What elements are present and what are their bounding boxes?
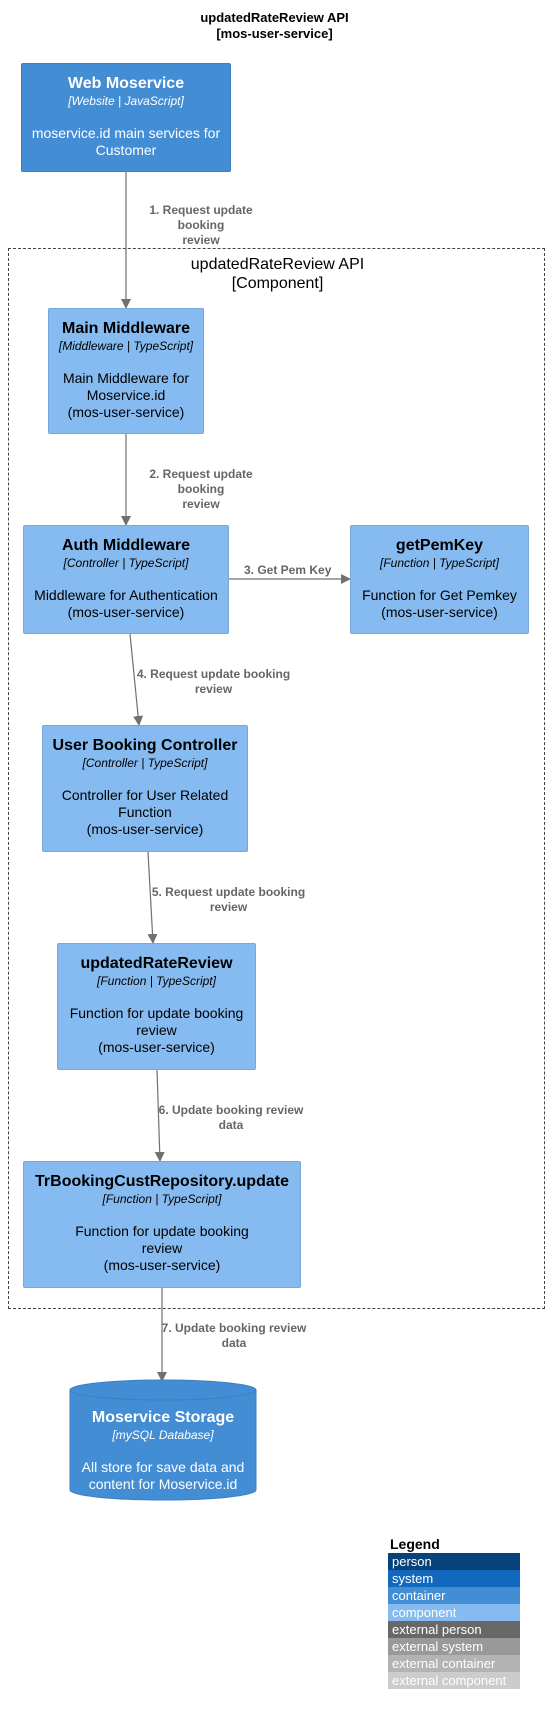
- node-web-moservice-desc1: moservice.id main services for: [31, 125, 221, 141]
- edge-2-label-line1: 2. Request update booking: [149, 467, 253, 496]
- node-user-booking-controller-name: User Booking Controller: [52, 737, 238, 754]
- boundary-type: [Component]: [231, 275, 324, 292]
- edge-6-line: [154, 1069, 165, 1162]
- node-updated-rate-review: updatedRateReview [Function | TypeScript…: [57, 943, 256, 1070]
- edge-1-label-line2: review: [182, 233, 220, 247]
- edge-4-label: 4. Request update booking review: [136, 667, 291, 697]
- node-repository-update-desc2: review: [141, 1240, 183, 1256]
- node-auth-middleware-name: Auth Middleware: [61, 537, 190, 554]
- diagram-title: updatedRateReview API [mos-user-service]: [0, 10, 549, 42]
- edge-2-label: 2. Request update booking review: [126, 467, 276, 512]
- node-web-moservice-tech: [Website | JavaScript]: [68, 94, 184, 108]
- edge-5-label: 5. Request update booking review: [151, 885, 306, 915]
- node-main-middleware-desc1: Main Middleware for: [62, 370, 190, 386]
- node-user-booking-controller-desc3: (mos-user-service): [86, 821, 204, 837]
- node-auth-middleware: Auth Middleware [Controller | TypeScript…: [23, 525, 229, 634]
- diagram-title-line1: updatedRateReview API: [200, 10, 349, 25]
- edge-7-label-line1: 7. Update booking review: [161, 1321, 307, 1335]
- boundary-name: updatedRateReview API: [190, 256, 365, 273]
- node-moservice-storage-desc1: All store for save data and: [81, 1459, 245, 1475]
- node-repository-update-desc3: (mos-user-service): [103, 1257, 221, 1273]
- edge-1-label: 1. Request update booking review: [126, 203, 276, 248]
- node-updated-rate-review-desc3: (mos-user-service): [98, 1039, 215, 1055]
- node-repository-update-tech: [Function | TypeScript]: [102, 1192, 222, 1206]
- legend-item-external-person: external person: [388, 1621, 520, 1638]
- node-moservice-storage: Moservice Storage [mySQL Database] All s…: [70, 1408, 256, 1493]
- node-auth-middleware-tech: [Controller | TypeScript]: [63, 556, 189, 570]
- node-get-pem-key-desc2: (mos-user-service): [381, 604, 498, 620]
- database-cylinder: [69, 1379, 257, 1501]
- node-user-booking-controller-tech: [Controller | TypeScript]: [82, 756, 208, 770]
- edge-5-label-line1: 5. Request update booking: [151, 885, 306, 899]
- node-web-moservice-name: Web Moservice: [67, 75, 185, 92]
- node-user-booking-controller: User Booking Controller [Controller | Ty…: [42, 725, 248, 852]
- node-repository-update: TrBookingCustRepository.update [Function…: [23, 1161, 301, 1288]
- node-user-booking-controller-desc2: Function: [118, 804, 172, 820]
- edge-5-label-line2: review: [209, 900, 248, 914]
- node-auth-middleware-desc1: Middleware for Authentication: [34, 587, 218, 603]
- legend-title: Legend: [390, 1536, 440, 1552]
- boundary-label: updatedRateReview API [Component]: [9, 255, 546, 293]
- edge-3-label-line1: 3. Get Pem Key: [244, 563, 332, 577]
- edge-4-label-line1: 4. Request update booking: [136, 667, 291, 681]
- node-updated-rate-review-desc2: review: [136, 1022, 177, 1038]
- diagram-title-line2: [mos-user-service]: [216, 26, 333, 41]
- node-updated-rate-review-name: updatedRateReview: [80, 955, 233, 972]
- legend-item-external-system: external system: [388, 1638, 520, 1655]
- node-main-middleware: Main Middleware [Middleware | TypeScript…: [48, 308, 204, 434]
- node-repository-update-name: TrBookingCustRepository.update: [35, 1173, 289, 1190]
- edge-2-label-line2: review: [182, 497, 220, 511]
- legend-item-external-container: external container: [388, 1655, 520, 1672]
- node-get-pem-key-name: getPemKey: [395, 537, 484, 554]
- node-web-moservice-desc2: Customer: [95, 142, 157, 158]
- node-main-middleware-tech: [Middleware | TypeScript]: [58, 339, 194, 353]
- edge-3-label: 3. Get Pem Key: [244, 563, 344, 578]
- node-main-middleware-desc3: (mos-user-service): [67, 404, 185, 420]
- legend-item-container: container: [388, 1587, 520, 1604]
- node-web-moservice: Web Moservice [Website | JavaScript] mos…: [21, 63, 231, 172]
- edge-5-line: [147, 851, 158, 944]
- node-moservice-storage-name: Moservice Storage: [91, 1409, 235, 1426]
- legend-item-person: person: [388, 1553, 520, 1570]
- node-main-middleware-desc2: Moservice.id: [86, 387, 166, 403]
- node-auth-middleware-desc2: (mos-user-service): [67, 604, 185, 620]
- legend-item-external-component: external component: [388, 1672, 520, 1689]
- edge-4-line: [129, 633, 144, 726]
- node-updated-rate-review-tech: [Function | TypeScript]: [97, 974, 216, 988]
- edge-7-label-line2: data: [221, 1336, 247, 1350]
- node-get-pem-key-desc1: Function for Get Pemkey: [362, 587, 517, 603]
- node-get-pem-key-tech: [Function | TypeScript]: [380, 556, 499, 570]
- node-repository-update-desc1: Function for update booking: [75, 1223, 249, 1239]
- legend-item-system: system: [388, 1570, 520, 1587]
- edge-4-label-line2: review: [194, 682, 233, 696]
- node-get-pem-key: getPemKey [Function | TypeScript] Functi…: [350, 525, 529, 634]
- edge-7-label: 7. Update booking review data: [161, 1321, 307, 1351]
- edge-6-label-line2: data: [218, 1118, 244, 1132]
- node-moservice-storage-tech: [mySQL Database]: [112, 1428, 214, 1442]
- edge-1-label-line1: 1. Request update booking: [149, 203, 253, 232]
- node-main-middleware-name: Main Middleware: [61, 320, 191, 337]
- node-moservice-storage-desc2: content for Moservice.id: [88, 1476, 238, 1492]
- node-user-booking-controller-desc1: Controller for User Related: [61, 787, 229, 803]
- edge-6-label: 6. Update booking review data: [158, 1103, 304, 1133]
- edge-6-label-line1: 6. Update booking review: [158, 1103, 304, 1117]
- node-updated-rate-review-desc1: Function for update booking: [69, 1005, 244, 1021]
- legend-item-component: component: [388, 1604, 520, 1621]
- component-boundary: updatedRateReview API [Component]: [8, 248, 545, 1309]
